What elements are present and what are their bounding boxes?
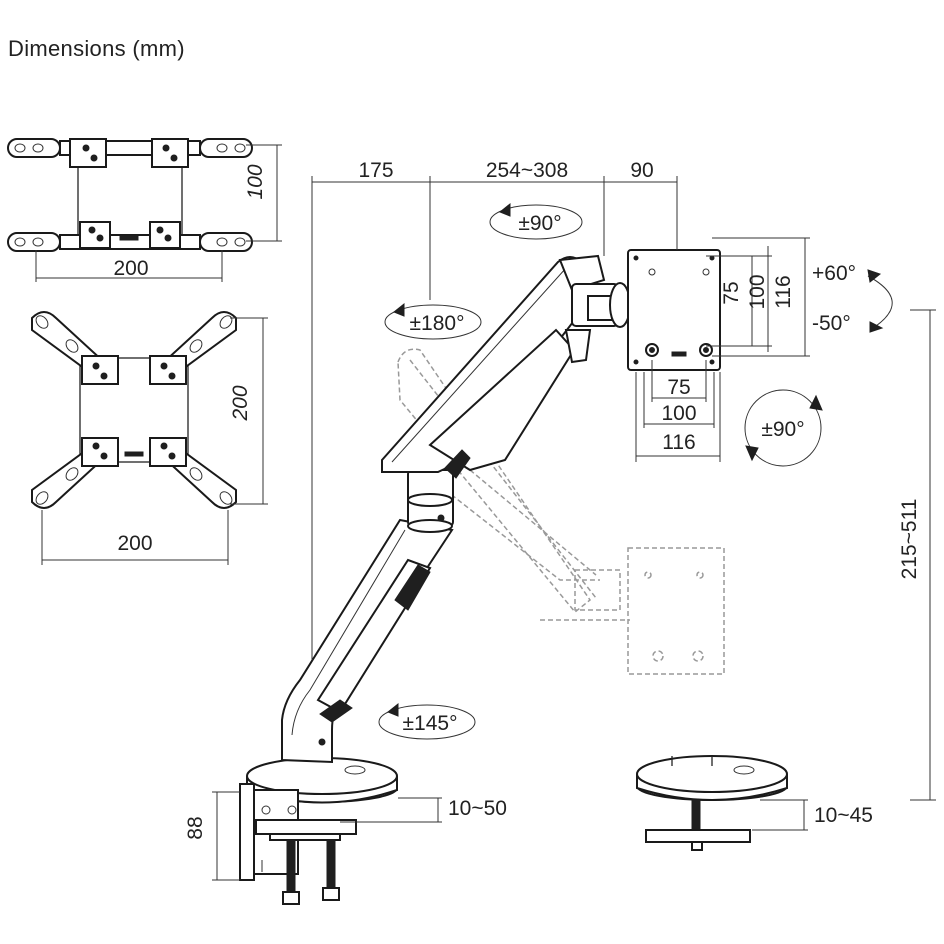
height-dimension xyxy=(910,309,936,801)
page-title: Dimensions (mm) xyxy=(8,36,185,61)
plate-h100-label: 100 xyxy=(661,402,696,425)
plate-v75-label: 75 xyxy=(720,281,743,304)
depth-base-label: 175 xyxy=(358,159,393,182)
grommet-base xyxy=(636,755,808,851)
plate-v116-label: 116 xyxy=(772,275,795,308)
monitor-arm xyxy=(246,249,721,804)
plate-dimensions xyxy=(635,237,810,462)
depth-plate-label: 90 xyxy=(630,159,653,182)
swivel-base-label: ±145° xyxy=(403,712,458,735)
vesa-adapter-small xyxy=(7,138,282,282)
tilt-down-label: -50° xyxy=(812,312,851,335)
swivel-top-label: ±90° xyxy=(518,212,561,235)
vesa-large-height-label: 200 xyxy=(229,385,252,421)
rotate-plate-label: ±90° xyxy=(761,418,804,441)
plate-v100-label: 100 xyxy=(746,274,769,309)
plate-h116-label: 116 xyxy=(662,431,695,454)
grommet-range-label: 10~45 xyxy=(814,804,873,827)
depth-range-label: 254~308 xyxy=(486,159,568,182)
rotation-arrows xyxy=(378,202,893,740)
tilt-up-label: +60° xyxy=(812,262,856,285)
vesa-small-width-label: 200 xyxy=(113,257,148,280)
desk-clamp xyxy=(212,783,442,905)
swivel-arm-label: ±180° xyxy=(410,312,465,335)
clamp-height-label: 88 xyxy=(184,816,207,839)
vesa-small-height-label: 100 xyxy=(244,164,267,199)
depth-dimensions xyxy=(311,176,678,660)
height-range-label: 215~511 xyxy=(898,499,921,580)
plate-h75-label: 75 xyxy=(667,376,690,399)
vesa-adapter-large xyxy=(31,311,268,565)
clamp-range-label: 10~50 xyxy=(448,797,507,820)
vesa-large-width-label: 200 xyxy=(117,532,152,555)
